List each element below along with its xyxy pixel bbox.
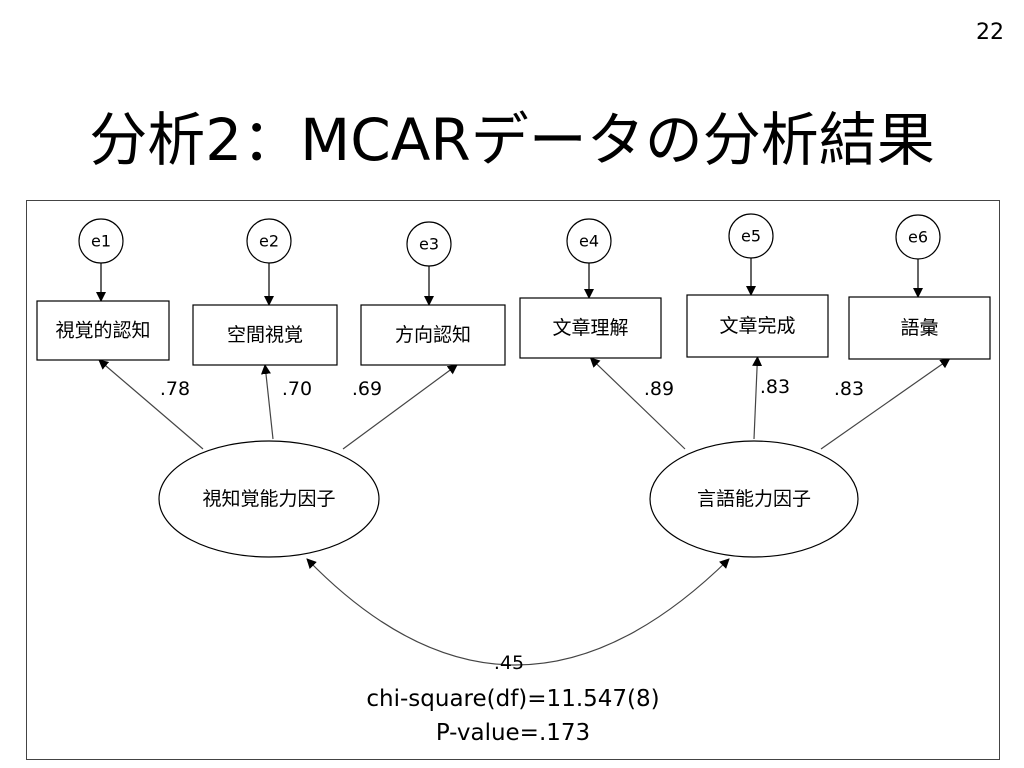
loading-value-v3: .69 [352, 378, 382, 400]
fit-p-value: P-value=.173 [436, 720, 590, 746]
sem-path-diagram: e1 e2 e3 e4 e5 e6 視覚的認知 .78 空間視覚 .70 方向認知 .69 文章理解 .8… [36, 213, 991, 746]
error-term-e5-circle [728, 213, 774, 259]
fit-chi-square: chi-square(df)=11.547(8) [366, 686, 659, 712]
loading-value-v2: .70 [282, 378, 312, 400]
loading-value-v6: .83 [834, 378, 864, 400]
loading-arrow-v2 [260, 364, 274, 440]
correlation-curve [306, 558, 730, 666]
indicator-v1-box [36, 300, 170, 361]
error-term-e1-label: e1 [91, 232, 111, 251]
loading-arrow-v3 [342, 364, 458, 450]
indicator-v6-label: 語彙 [900, 317, 938, 339]
indicator-v2-box [192, 304, 338, 366]
error-term-e2-circle [246, 218, 292, 264]
error-term-e1-circle [78, 218, 124, 264]
indicator-v3-label: 方向認知 [395, 324, 471, 346]
error-term-e6-circle [895, 214, 941, 260]
error-term-e3-label: e3 [419, 235, 439, 254]
factor-f2-ellipse [649, 440, 859, 558]
indicator-v3-box [360, 304, 506, 366]
loading-arrow-v1 [98, 359, 204, 450]
correlation-value: .45 [494, 652, 524, 674]
factor-f1-label: 視知覚能力因子 [202, 488, 335, 510]
factor-f1-ellipse [158, 440, 380, 558]
error-term-e4-circle [566, 218, 612, 264]
slide-title: 分析2：MCARデータの分析結果 [89, 106, 935, 174]
factor-f2-label: 言語能力因子 [697, 488, 811, 510]
error-term-e6-label: e6 [908, 228, 928, 247]
loading-arrow-v5 [752, 356, 763, 440]
error-term-e5-label: e5 [741, 227, 761, 246]
indicator-v1-label: 視覚的認知 [55, 320, 150, 342]
loading-value-v4: .89 [644, 378, 674, 400]
loading-value-v1: .78 [160, 378, 190, 400]
error-term-e4-label: e4 [579, 232, 599, 251]
indicator-v4-box [519, 297, 662, 359]
page-number: 22 [976, 20, 1004, 45]
error-term-e3-circle [406, 221, 452, 267]
indicator-v2-label: 空間視覚 [227, 324, 303, 346]
indicator-v4-label: 文章理解 [552, 317, 628, 339]
loading-value-v5: .83 [760, 376, 790, 398]
loading-arrow-v6 [820, 358, 951, 450]
indicator-v5-box [686, 294, 829, 358]
indicator-v5-label: 文章完成 [719, 315, 795, 337]
loading-arrow-v4 [589, 357, 686, 450]
sem-diagram-frame: e1 e2 e3 e4 e5 e6 視覚的認知 .78 空間視覚 .70 方向認知 .69 文章理解 .8… [26, 200, 1000, 760]
indicator-v6-box [848, 296, 991, 360]
error-term-e2-label: e2 [259, 232, 279, 251]
